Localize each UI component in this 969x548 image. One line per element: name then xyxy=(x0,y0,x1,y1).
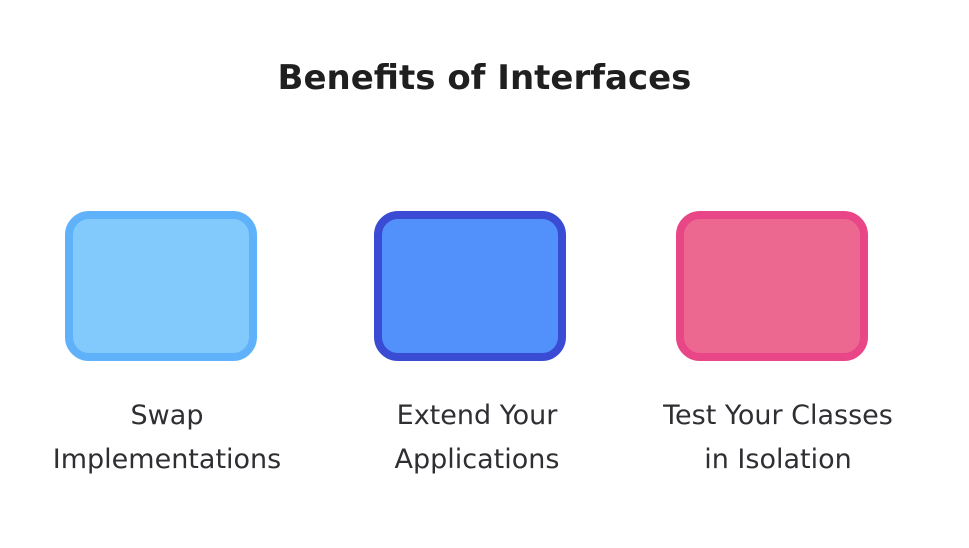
benefit-label-line-1: Extend Your xyxy=(396,400,558,431)
diagram-title: Benefits of Interfaces xyxy=(277,58,692,98)
benefit-label-line-1: Swap xyxy=(130,400,204,431)
benefit-label-line-2: Applications xyxy=(394,444,560,475)
benefit-box xyxy=(676,211,868,361)
benefit-label: Extend Your Applications xyxy=(327,394,627,482)
benefit-label: Test Your Classes in Isolation xyxy=(628,394,928,482)
benefit-label-line-2: in Isolation xyxy=(704,444,852,475)
benefit-label-line-1: Test Your Classes xyxy=(663,400,893,431)
benefit-label-line-2: Implementations xyxy=(52,444,282,475)
benefit-box xyxy=(65,211,257,361)
benefit-box xyxy=(374,211,566,361)
benefit-label: Swap Implementations xyxy=(17,394,317,482)
